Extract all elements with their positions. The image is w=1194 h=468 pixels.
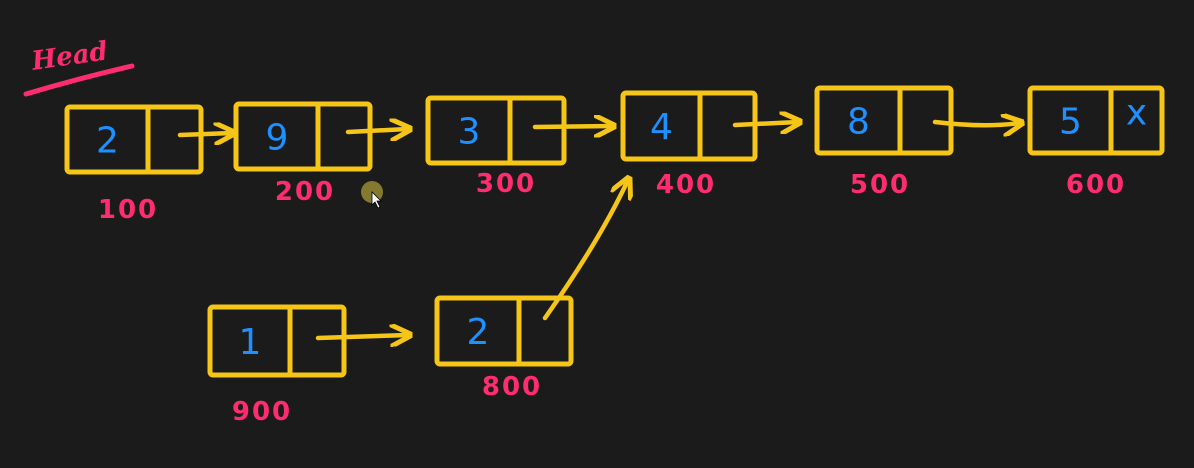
node-value: 1 bbox=[239, 322, 262, 363]
node-box bbox=[425, 95, 567, 166]
node-800: 2 800 bbox=[434, 295, 574, 402]
link-arrow-n500-to-n600 bbox=[932, 122, 1020, 125]
node-value: 4 bbox=[650, 107, 673, 148]
node-address: 400 bbox=[656, 170, 716, 200]
node-value: 3 bbox=[458, 112, 481, 153]
node-box bbox=[814, 85, 954, 156]
node-300: 3 300 bbox=[425, 95, 567, 199]
node-address: 600 bbox=[1066, 170, 1126, 200]
head-label: Head bbox=[29, 36, 110, 76]
node-address: 200 bbox=[275, 177, 335, 207]
null-pointer-mark: x bbox=[1126, 93, 1147, 134]
node-value: 9 bbox=[266, 118, 289, 159]
link-arrow-n900-to-n800 bbox=[315, 335, 408, 338]
link-arrow-n100-to-n200 bbox=[177, 133, 232, 135]
node-box bbox=[233, 101, 373, 172]
mouse-pointer-icon bbox=[361, 181, 383, 209]
node-box bbox=[64, 104, 204, 175]
node-box bbox=[620, 90, 758, 162]
link-arrow-n200-to-n300 bbox=[345, 129, 408, 132]
node-value: 5 bbox=[1059, 102, 1082, 143]
node-value: 2 bbox=[96, 121, 119, 162]
head-underline bbox=[23, 63, 135, 97]
node-address: 300 bbox=[476, 169, 536, 199]
node-500: 8 500 bbox=[814, 85, 954, 200]
node-value: 2 bbox=[467, 312, 490, 353]
head-label-group: Head bbox=[23, 36, 135, 97]
link-arrow-n400-to-n500 bbox=[732, 122, 798, 125]
node-address: 800 bbox=[482, 372, 542, 402]
node-value: 8 bbox=[847, 102, 870, 143]
link-arrow-n300-to-n400 bbox=[532, 126, 612, 127]
node-address: 100 bbox=[98, 195, 158, 225]
node-200: 9 200 bbox=[233, 101, 373, 207]
node-address: 500 bbox=[850, 170, 910, 200]
node-address: 900 bbox=[232, 397, 292, 427]
node-box bbox=[1027, 85, 1165, 156]
pointer-arrow bbox=[371, 191, 382, 209]
links-layer bbox=[177, 122, 1020, 338]
node-100: 2 100 bbox=[64, 104, 204, 225]
node-600: 5 x 600 bbox=[1027, 85, 1165, 200]
node-box bbox=[434, 295, 574, 367]
node-box bbox=[207, 304, 347, 378]
node-400: 4 400 bbox=[620, 90, 758, 200]
